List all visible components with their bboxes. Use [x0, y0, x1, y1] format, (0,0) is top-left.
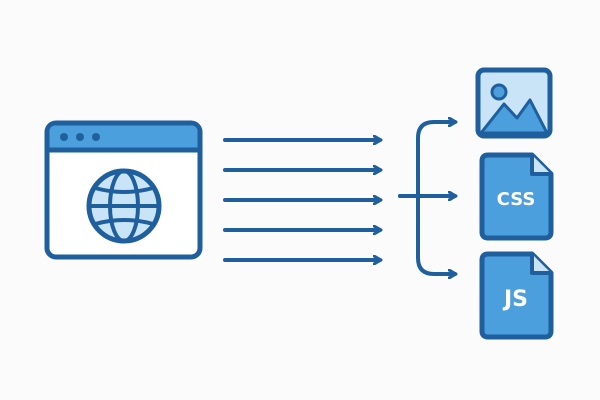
css-file-label: CSS: [497, 189, 536, 210]
window-dot: [76, 133, 84, 141]
js-file-icon: JS: [479, 251, 554, 340]
image-file-icon: [475, 67, 553, 139]
branch-connector: [398, 122, 455, 274]
branch-arrow-bottom: [416, 194, 455, 274]
globe-icon: [86, 168, 162, 244]
window-dot: [60, 133, 68, 141]
window-dots: [60, 133, 100, 141]
parallel-arrows: [223, 140, 380, 260]
branch-arrow-top: [398, 122, 455, 198]
css-file-icon: CSS: [479, 152, 554, 241]
window-dot: [92, 133, 100, 141]
browser-window-icon: [44, 120, 203, 260]
js-file-label: JS: [502, 287, 528, 312]
